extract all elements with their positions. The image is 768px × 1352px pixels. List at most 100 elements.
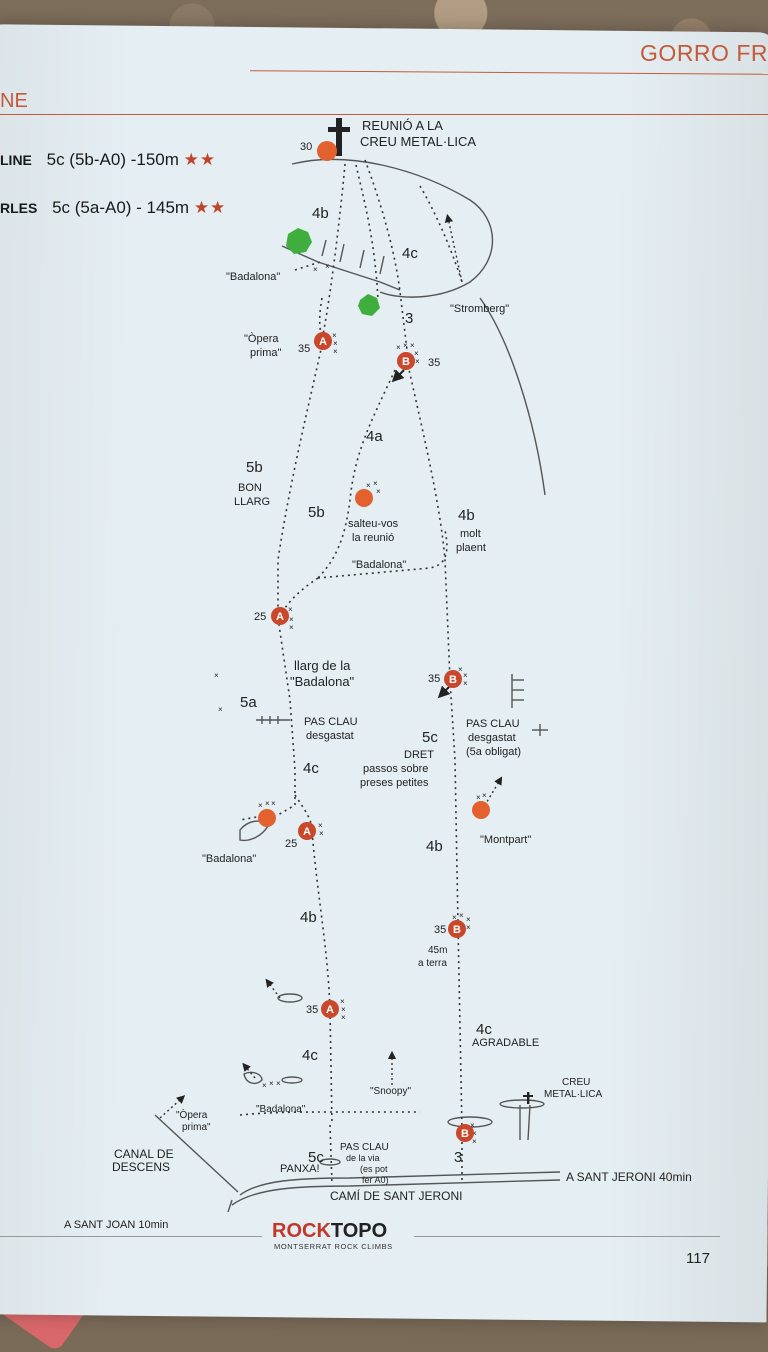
- svg-text:×: ×: [289, 623, 294, 632]
- label: CREU: [562, 1077, 590, 1088]
- label: desgastat: [306, 730, 354, 742]
- label: BON: [238, 482, 262, 494]
- grade: 5a: [240, 694, 257, 711]
- grade: 4a: [366, 428, 383, 445]
- label: METAL·LICA: [544, 1089, 602, 1100]
- label: plaent: [456, 542, 486, 554]
- footer-rule-right: [414, 1236, 720, 1237]
- svg-text:×: ×: [214, 671, 219, 680]
- belay-number: 25: [254, 611, 266, 623]
- svg-text:×: ×: [410, 341, 415, 350]
- svg-text:×: ×: [470, 1121, 475, 1130]
- svg-text:×: ×: [262, 1081, 267, 1090]
- belay-letter: A: [276, 611, 284, 623]
- belay-letter: B: [402, 356, 410, 368]
- svg-text:×: ×: [472, 1137, 477, 1146]
- belay-number: 30: [300, 141, 312, 153]
- page-number: 117: [686, 1250, 710, 1267]
- label: CAMÍ DE SANT JERONI: [330, 1188, 462, 1203]
- bush-icon: [286, 228, 312, 254]
- route-name: RLES: [0, 200, 38, 216]
- summit-title-1: REUNIÓ A LA: [362, 118, 443, 133]
- belay-number: 35: [428, 673, 440, 685]
- logo-topo: TOPO: [330, 1220, 388, 1242]
- svg-text:×: ×: [414, 349, 419, 358]
- svg-text:×: ×: [289, 615, 294, 624]
- belay-point: [317, 141, 337, 161]
- grades: 4b 4c 3 4a 5b 5b 4b 5a 5c 4c 4b 4b 4c 4c…: [240, 205, 492, 1166]
- section-fragment: NE: [0, 90, 28, 112]
- label: "Badalona": [352, 559, 406, 571]
- svg-text:×: ×: [463, 671, 468, 680]
- belay-number: 35: [298, 343, 310, 355]
- belay-point: [472, 801, 490, 819]
- label: 45m: [428, 945, 447, 956]
- cross-icon: [523, 1092, 533, 1104]
- grade: 4b: [300, 909, 317, 926]
- label: "Snoopy": [370, 1086, 411, 1097]
- svg-text:×: ×: [466, 923, 471, 932]
- belay-point-b: [456, 1124, 474, 1142]
- label: A SANT JOAN 10min: [64, 1219, 168, 1231]
- label: PANXA!: [280, 1163, 320, 1175]
- svg-text:×: ×: [288, 605, 293, 614]
- svg-text:×: ×: [476, 793, 481, 802]
- belay-letter: B: [449, 674, 457, 686]
- footer-rule-left: [0, 1236, 262, 1237]
- terrain-lines: [154, 158, 561, 1213]
- belay-letter: B: [461, 1128, 469, 1140]
- label: salteu-vos: [348, 518, 399, 530]
- label: PAS CLAU: [340, 1142, 389, 1153]
- belay-number: 35: [428, 357, 440, 369]
- svg-text:×: ×: [472, 1129, 477, 1138]
- grade: 4b: [458, 507, 475, 524]
- label: "Montpart": [480, 834, 531, 846]
- svg-text:×: ×: [319, 829, 324, 838]
- label: "Stromberg": [450, 303, 509, 315]
- label: passos sobre: [363, 763, 428, 775]
- svg-text:×: ×: [276, 1079, 281, 1088]
- grade: 4c: [476, 1021, 492, 1038]
- label: prima": [250, 347, 282, 359]
- label: (5a obligat): [466, 746, 521, 758]
- svg-text:×: ×: [332, 331, 337, 340]
- svg-text:×: ×: [376, 487, 381, 496]
- label: prima": [182, 1122, 211, 1133]
- header-rule-left: [0, 114, 768, 115]
- label: DRET: [404, 749, 434, 761]
- svg-text:×: ×: [396, 343, 401, 352]
- label: "Òpera: [244, 332, 279, 345]
- label: molt: [460, 528, 481, 540]
- svg-text:×: ×: [415, 357, 420, 366]
- svg-text:×: ×: [313, 265, 318, 274]
- grade: 4b: [312, 205, 329, 222]
- belay-point-a: [298, 822, 316, 840]
- belay-point-b: [448, 920, 466, 938]
- rocktopo-logo: ROCKTOPO: [272, 1220, 387, 1243]
- grade: 4c: [303, 760, 319, 777]
- belay-number: 35: [306, 1004, 318, 1016]
- label: preses petites: [360, 777, 429, 789]
- label: de la via: [346, 1153, 380, 1163]
- svg-text:×: ×: [458, 665, 463, 674]
- label: PAS CLAU: [304, 716, 358, 728]
- label: "Badalona": [256, 1104, 306, 1115]
- belay-point-a: [271, 607, 289, 625]
- svg-text:×: ×: [271, 799, 276, 808]
- svg-text:×: ×: [341, 1005, 346, 1014]
- svg-text:×: ×: [325, 262, 330, 271]
- route-grade: 5c (5b-A0) -150m: [46, 150, 179, 169]
- grade: 4c: [302, 1047, 318, 1064]
- label: llarg de la: [294, 658, 351, 673]
- logo-rock: ROCK: [272, 1220, 331, 1242]
- svg-text:×: ×: [373, 479, 378, 488]
- grade: 5c: [422, 729, 438, 746]
- grade: 3: [405, 310, 413, 327]
- label: "Badalona": [202, 853, 256, 865]
- route-line-2: RLES 5c (5a-A0) - 145m ★★: [0, 198, 226, 218]
- label: (es pot: [360, 1164, 388, 1174]
- belay-point: [258, 809, 276, 827]
- label: la reunió: [352, 532, 394, 544]
- label: "Badalona": [290, 674, 355, 689]
- route-lines: [239, 159, 463, 1186]
